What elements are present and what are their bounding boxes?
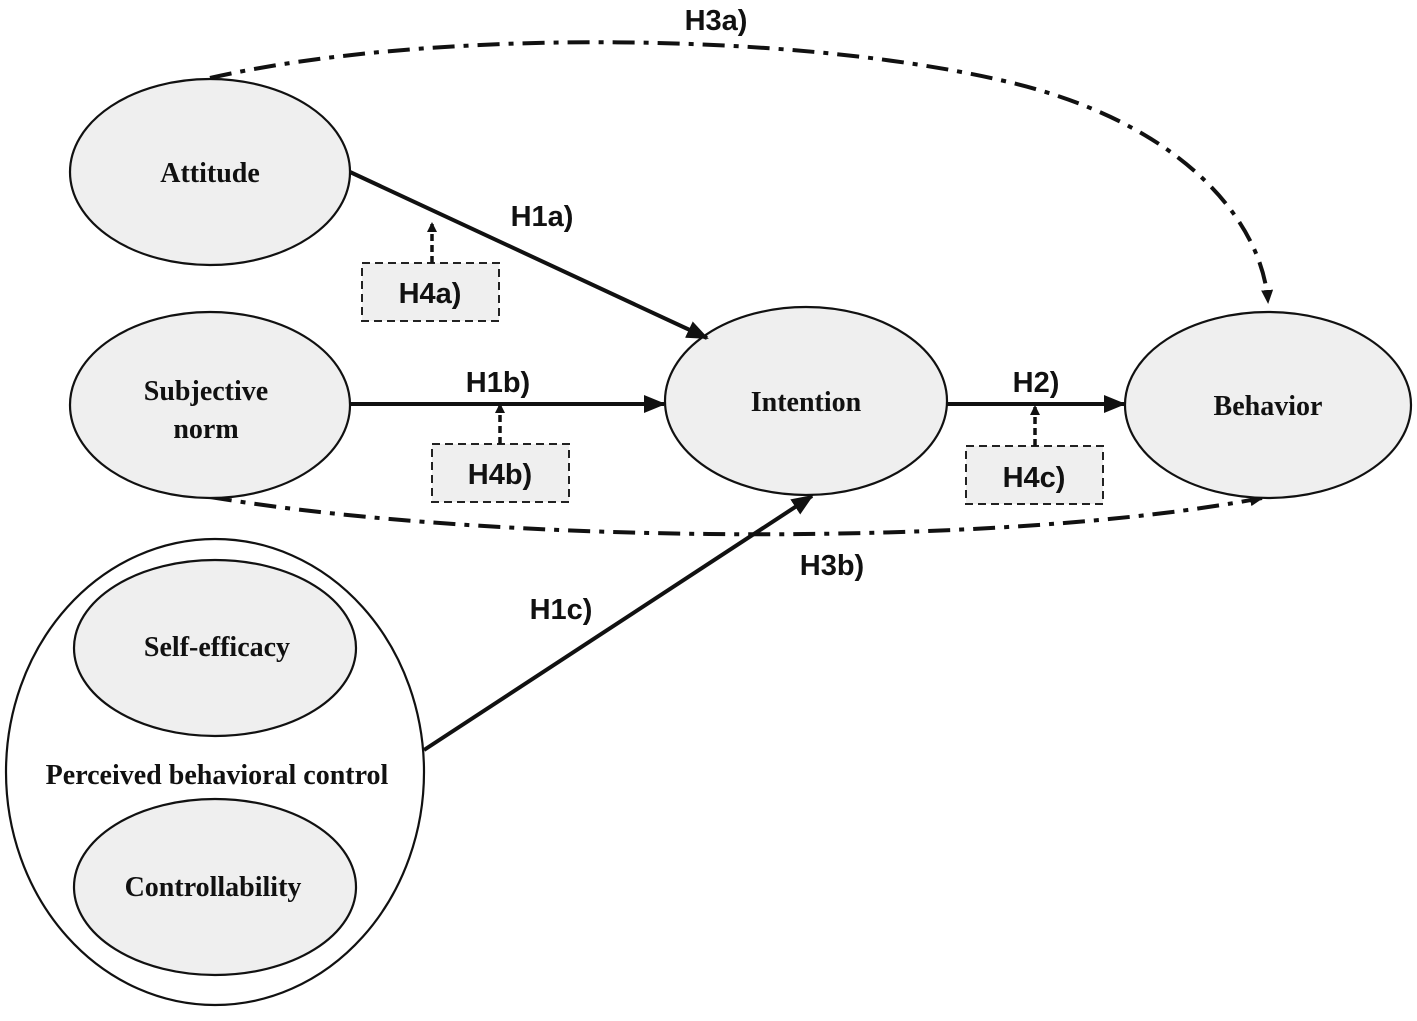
h4b-label: H4b)	[468, 459, 532, 491]
h4a-box	[361, 262, 500, 322]
subjective-norm-label-line2: norm	[173, 414, 238, 445]
h1c-label: H1c)	[530, 594, 593, 626]
h4a-label: H4a)	[399, 278, 462, 310]
h2-label: H2)	[1013, 367, 1060, 399]
controllability-node	[72, 797, 358, 977]
self-efficacy-node	[72, 558, 358, 738]
h3b-label: H3b)	[800, 550, 864, 582]
h3a-label: H3a)	[685, 5, 748, 37]
path-h1c-arrow	[422, 494, 814, 752]
intention-label: Intention	[751, 387, 862, 418]
path-h1a-arrow	[349, 170, 709, 340]
h1a-label: H1a)	[511, 201, 574, 233]
controllability-label: Controllability	[125, 872, 302, 903]
h4c-label: H4c)	[1003, 462, 1066, 494]
h4b-box	[431, 443, 570, 503]
attitude-label: Attitude	[160, 158, 260, 189]
perceived-behavioral-control-label: Perceived behavioral control	[46, 760, 389, 791]
h1b-label: H1b)	[466, 367, 530, 399]
self-efficacy-label: Self-efficacy	[144, 632, 290, 663]
path-h3b-arrow	[209, 494, 1264, 537]
behavior-label: Behavior	[1214, 391, 1323, 422]
subjective-norm-label-line1: Subjective	[144, 376, 268, 407]
path-h3a-arrow	[209, 40, 1274, 304]
